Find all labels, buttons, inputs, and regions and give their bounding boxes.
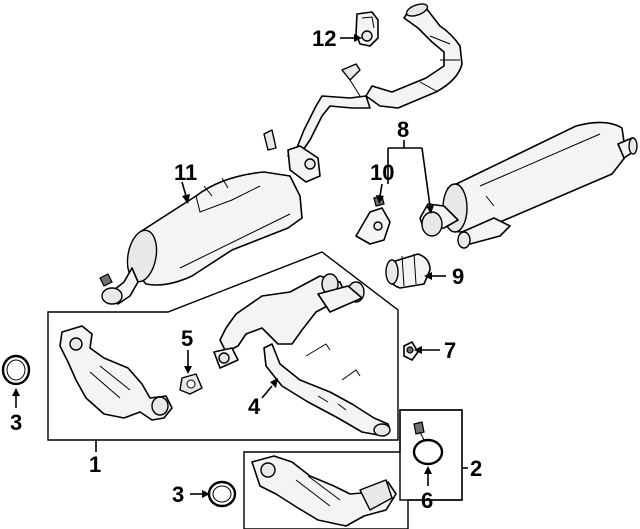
part-intermediate-pipe[interactable] xyxy=(263,2,463,183)
callout-1: 1 xyxy=(89,452,101,477)
callout-5: 5 xyxy=(181,326,193,351)
callout-3-left: 3 xyxy=(10,410,22,435)
part-10-bracket[interactable] xyxy=(355,195,391,245)
callout-10: 10 xyxy=(370,160,394,185)
part-4-y-pipe[interactable] xyxy=(213,273,391,437)
callout-6: 6 xyxy=(421,488,433,513)
callout-3-bottom: 3 xyxy=(172,482,184,507)
callout-7: 7 xyxy=(444,338,456,363)
callout-2: 2 xyxy=(470,456,482,481)
part-9-clamp[interactable] xyxy=(385,253,431,289)
part-1-catalytic-converter[interactable] xyxy=(59,325,173,421)
part-7-sensor[interactable] xyxy=(403,341,419,361)
callout-8: 8 xyxy=(397,117,409,142)
callout-12: 12 xyxy=(312,26,336,51)
part-6-clamp[interactable] xyxy=(412,421,444,466)
group-box-2a xyxy=(399,409,463,501)
part-3-ring-clamp-bottom[interactable] xyxy=(207,480,237,508)
callout-9: 9 xyxy=(452,264,464,289)
callout-labels: 12 11 8 10 9 7 5 4 3 1 2 6 3 xyxy=(10,26,482,513)
callout-4: 4 xyxy=(248,394,261,419)
part-8-rear-muffler[interactable] xyxy=(419,121,638,249)
part-12-hanger[interactable] xyxy=(355,11,379,47)
part-2-catalytic-converter[interactable] xyxy=(251,455,397,527)
part-5-gasket[interactable] xyxy=(179,373,203,395)
group-box-2 xyxy=(243,409,463,529)
part-11-muffler[interactable] xyxy=(99,171,303,305)
leader-lines xyxy=(12,34,468,498)
part-3-ring-clamp-left[interactable] xyxy=(1,354,31,386)
callout-11: 11 xyxy=(174,160,197,185)
group-box-1 xyxy=(47,251,399,441)
